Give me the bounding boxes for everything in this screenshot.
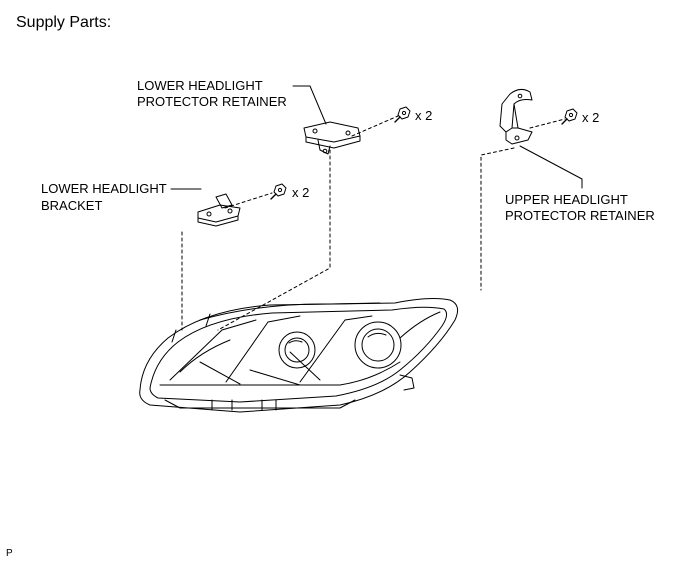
lower-bracket-part [197,193,241,227]
headlight-assembly [139,298,459,413]
upper-retainer-alignment-line [480,147,515,291]
upper-retainer-leader [519,145,583,189]
upper-retainer-label-line2: PROTECTOR RETAINER [505,208,655,223]
upper-retainer-label-line1: UPPER HEADLIGHT [505,192,628,207]
page-title: Supply Parts: [16,14,112,31]
lower-retainer-part [303,121,361,155]
lower-retainer-qty: x 2 [415,108,433,123]
bolt-icon [561,108,578,125]
lower-retainer-leader [292,85,327,125]
figure-code: P [6,548,13,559]
upper-retainer-qty: x 2 [582,110,600,125]
alignment-lines [181,115,566,331]
lower-bracket-qty: x 2 [292,185,310,200]
lower-retainer-label-line1: LOWER HEADLIGHT [137,78,263,93]
leader-lines [170,85,583,190]
bracket-bolt-line [224,192,273,209]
lower-retainer-label-line2: PROTECTOR RETAINER [137,94,287,109]
lower-bracket-label-line1: LOWER HEADLIGHT [41,181,167,196]
bolt-icon [270,183,287,200]
lower-bracket-label-line2: BRACKET [41,198,103,213]
lower-retainer-alignment-line [217,149,331,331]
bolt-icon [394,106,411,123]
upper-retainer-part [499,88,533,145]
upper-retainer-bolt-line [529,118,566,129]
